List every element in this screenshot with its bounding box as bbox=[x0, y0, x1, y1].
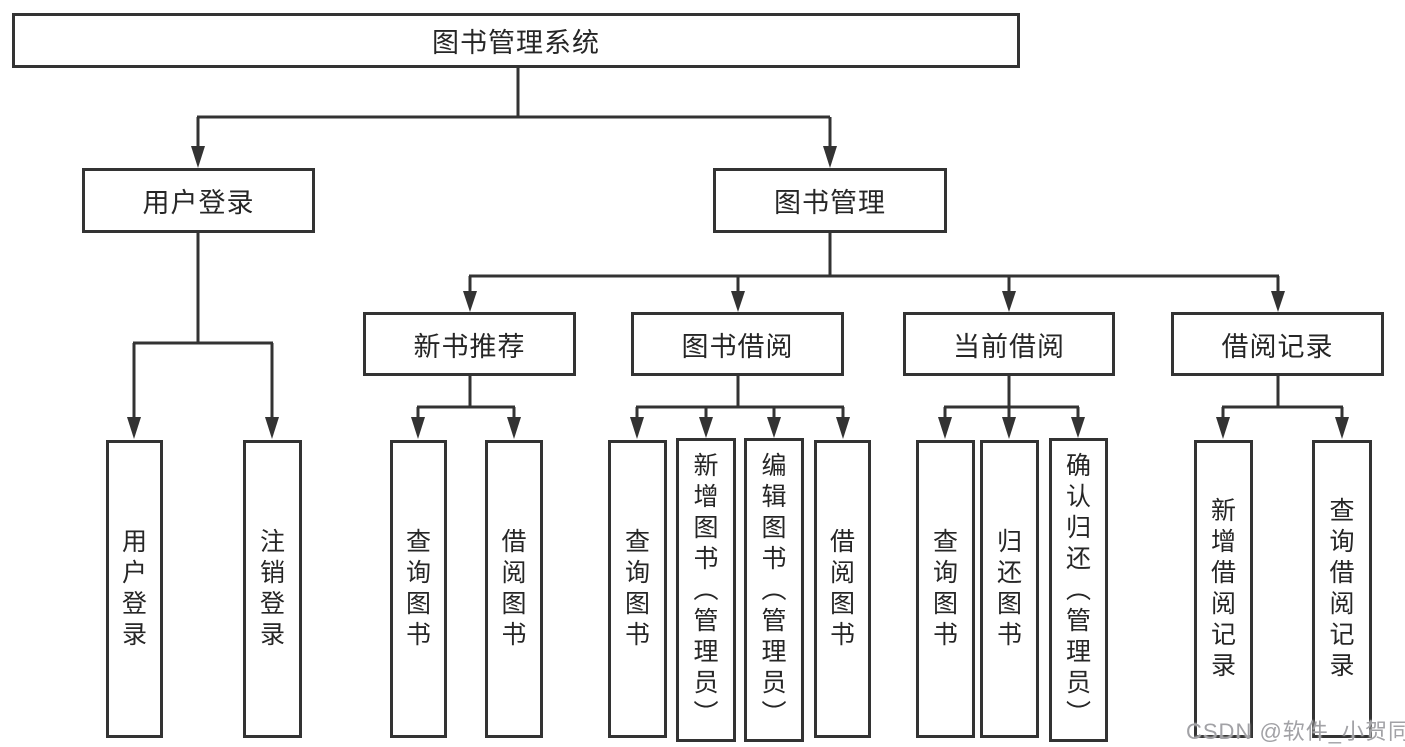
node-label: 用户登录 bbox=[121, 528, 147, 649]
leaf-add-borrow-record: 新增借阅记录 bbox=[1194, 440, 1253, 738]
node-label: 图书管理 bbox=[774, 188, 886, 218]
leaf-borrow-books-newbook: 借阅图书 bbox=[485, 440, 543, 738]
leaf-query-books-borrowing: 查询图书 bbox=[608, 440, 667, 738]
node-library-management-system: 图书管理系统 bbox=[12, 13, 1020, 68]
leaf-edit-books-admin: 编辑图书︵管理员︶ bbox=[744, 438, 804, 742]
node-label: 新书推荐 bbox=[413, 331, 526, 362]
node-label: 查询图书 bbox=[405, 528, 431, 649]
node-label: 新增图书︵管理员︶ bbox=[693, 451, 719, 728]
node-current-borrowing: 当前借阅 bbox=[903, 312, 1115, 376]
node-label: 用户登录 bbox=[142, 188, 255, 218]
node-label: 图书管理系统 bbox=[432, 28, 600, 58]
arrowheads bbox=[127, 146, 1349, 439]
leaf-confirm-return-admin: 确认归还︵管理员︶ bbox=[1049, 438, 1108, 742]
csdn-watermark: CSDN @软件_小贺同学 bbox=[1186, 719, 1405, 744]
node-label: 注销登录 bbox=[259, 528, 285, 649]
node-user-login: 用户登录 bbox=[82, 168, 315, 233]
node-label: 确认归还︵管理员︶ bbox=[1065, 451, 1091, 728]
leaf-query-books-current: 查询图书 bbox=[916, 440, 975, 738]
leaf-add-books-admin: 新增图书︵管理员︶ bbox=[676, 438, 736, 742]
node-label: 新增借阅记录 bbox=[1210, 497, 1236, 680]
leaf-logout: 注销登录 bbox=[243, 440, 302, 738]
node-book-management: 图书管理 bbox=[713, 168, 947, 233]
node-label: 借阅图书 bbox=[501, 528, 527, 649]
leaf-user-login: 用户登录 bbox=[106, 440, 163, 738]
node-label: 借阅记录 bbox=[1221, 331, 1334, 362]
node-label: 查询图书 bbox=[932, 528, 958, 649]
node-label: 归还图书 bbox=[996, 528, 1022, 649]
node-new-book-recommend: 新书推荐 bbox=[363, 312, 576, 376]
node-label: 查询借阅记录 bbox=[1329, 497, 1355, 680]
node-borrow-records: 借阅记录 bbox=[1171, 312, 1384, 376]
node-label: 查询图书 bbox=[624, 528, 650, 649]
node-book-borrowing: 图书借阅 bbox=[631, 312, 844, 376]
leaf-borrow-books-borrowing: 借阅图书 bbox=[814, 440, 871, 738]
node-label: 图书借阅 bbox=[681, 331, 794, 362]
leaf-return-books: 归还图书 bbox=[980, 440, 1039, 738]
leaf-query-borrow-record: 查询借阅记录 bbox=[1312, 440, 1372, 738]
node-label: 编辑图书︵管理员︶ bbox=[761, 451, 787, 728]
leaf-query-books-newbook: 查询图书 bbox=[390, 440, 447, 738]
node-label: 借阅图书 bbox=[829, 528, 855, 649]
node-label: 当前借阅 bbox=[953, 331, 1065, 362]
